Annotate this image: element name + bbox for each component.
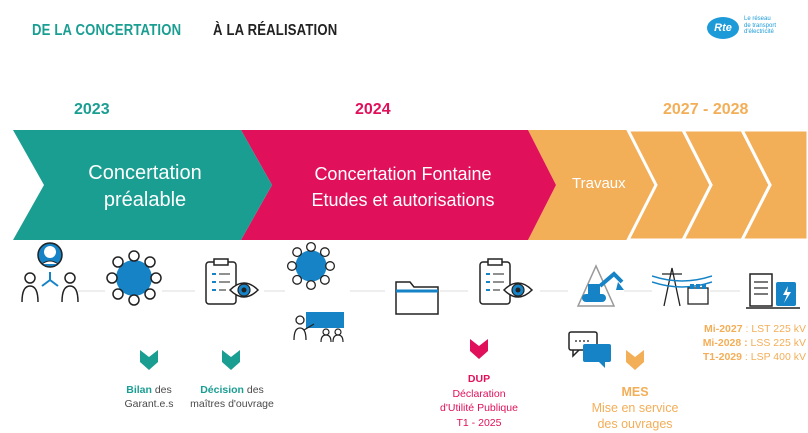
mes-line1: Mise en service — [591, 401, 679, 415]
chevron-separator — [681, 130, 772, 240]
chevron-separator — [626, 130, 713, 240]
year-2027-2028: 2027 - 2028 — [663, 101, 749, 118]
phase1-line2: préalable — [103, 189, 187, 211]
rte-logo: Rte — [707, 17, 739, 39]
logo-tagline: Le réseau de transport d'électricité — [744, 16, 794, 36]
logo-line2: de transport — [744, 22, 777, 29]
teal-chevron-marker — [140, 350, 158, 370]
meeting-icon — [286, 241, 336, 291]
date2-rest: LSS 225 kV — [747, 337, 806, 349]
power-line-icon — [652, 267, 712, 307]
connector-lines — [78, 290, 740, 292]
timeline-arrows — [13, 130, 808, 240]
bilan-bold: Bilan — [126, 384, 152, 396]
decision-line2: maîtres d'ouvrage — [190, 398, 274, 410]
year-2023: 2023 — [74, 101, 110, 118]
teal-chevron-marker — [222, 350, 240, 370]
chat-icon — [568, 331, 611, 368]
checklist-eye-icon — [205, 258, 260, 305]
dup-title: DUP — [467, 373, 491, 385]
excavator-icon — [576, 264, 624, 307]
header-title-part1: DE LA CONCERTATION — [32, 22, 182, 39]
date-line-1: Mi-2027 : LST 225 kV — [690, 322, 806, 336]
milestone-dup: DUP Déclaration d'Utilité Publique T1 - … — [424, 372, 534, 430]
date1-rest: : LST 225 kV — [742, 323, 806, 335]
phase2-line2: Etudes et autorisations — [311, 190, 495, 210]
logo-line1: Le réseau — [744, 16, 771, 22]
bilan-rest: des — [151, 384, 172, 396]
orange-chevron-2 — [628, 130, 711, 240]
date3-rest: : LSP 400 kV — [741, 351, 806, 363]
dup-line3: T1 - 2025 — [456, 416, 502, 429]
bilan-line2: Garant.e.s — [124, 398, 174, 410]
mes-line2: des ouvrages — [597, 417, 673, 431]
orange-chevron-marker — [626, 350, 644, 370]
pink-chevron — [241, 130, 556, 240]
dup-line2: d'Utilité Publique — [440, 402, 518, 414]
presentation-icon — [293, 312, 344, 342]
date-line-3: T1-2029 : LSP 400 kV — [690, 350, 806, 364]
teal-chevron — [13, 130, 272, 240]
dup-line1: Déclaration — [452, 387, 506, 400]
checklist-eye-icon — [479, 258, 534, 305]
mes-title: MES — [621, 385, 649, 399]
milestone-bilan: Bilan des Garant.e.s — [111, 383, 187, 411]
decision-rest: des — [243, 384, 264, 396]
folder-icon — [395, 281, 439, 315]
orange-chevron-3 — [683, 130, 770, 240]
logo-mark: Rte — [714, 22, 732, 34]
users-icon — [21, 242, 79, 303]
date1-bold: Mi-2027 — [704, 323, 743, 335]
date2-bold: Mi-2028 : — [702, 337, 748, 349]
phase-concertation-prealable: Concertation préalable — [50, 160, 240, 214]
logo-line3: d'électricité — [744, 29, 774, 35]
date-line-2: Mi-2028 : LSS 225 kV — [690, 336, 806, 350]
phase2-line1: Concertation Fontaine — [314, 164, 492, 184]
header-title-part2: À LA RÉALISATION — [213, 22, 338, 39]
chevron-separator — [740, 130, 808, 240]
milestone-decision: Décision des maîtres d'ouvrage — [182, 383, 282, 411]
decision-bold: Décision — [200, 384, 244, 396]
date3-bold: T1-2029 — [702, 351, 742, 363]
phase1-line1: Concertation — [88, 162, 202, 184]
orange-chevron-1 — [528, 130, 656, 240]
phase-travaux: Travaux — [572, 175, 626, 192]
year-2024: 2024 — [355, 101, 391, 118]
transformer-icon — [746, 273, 800, 309]
milestone-mes: MES Mise en service des ouvrages — [582, 384, 688, 432]
pink-chevron-marker — [470, 339, 488, 359]
meeting-icon — [106, 250, 162, 306]
phase-concertation-fontaine: Concertation Fontaine Etudes et autorisa… — [278, 161, 528, 213]
orange-chevron-4 — [742, 130, 808, 240]
mes-dates: Mi-2027 : LST 225 kV Mi-2028 : LSS 225 k… — [690, 322, 806, 364]
